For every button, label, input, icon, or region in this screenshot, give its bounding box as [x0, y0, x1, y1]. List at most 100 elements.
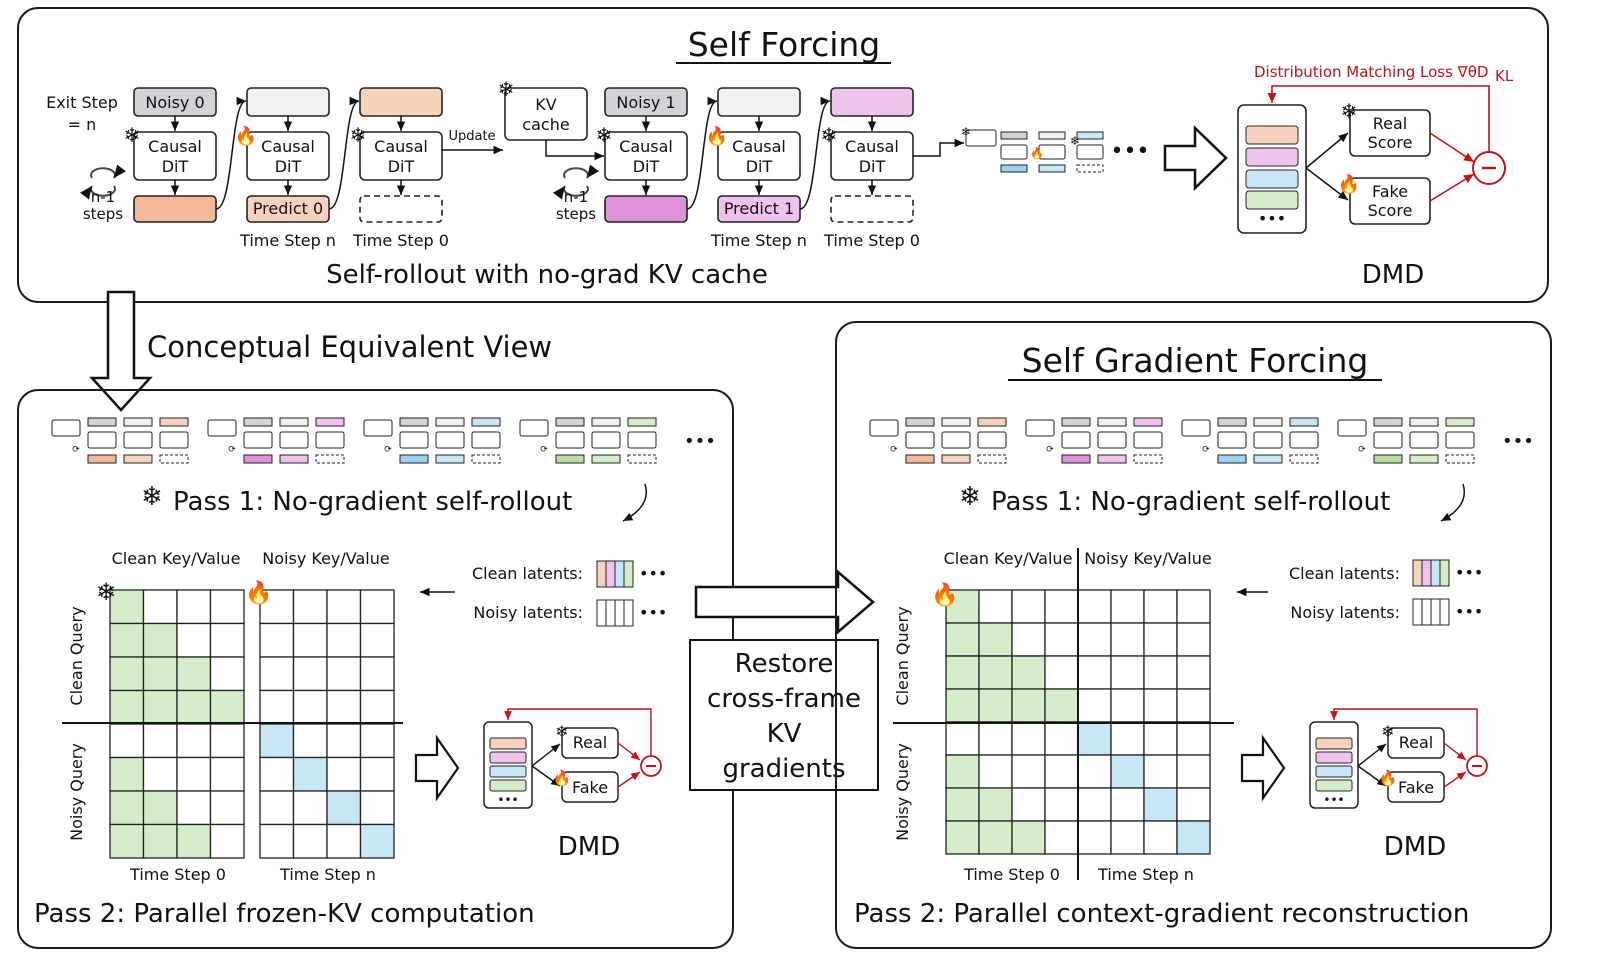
- attention-cell: [259, 823, 295, 859]
- mini-output-block: [1133, 454, 1163, 464]
- mini-input-block: [243, 417, 273, 427]
- attention-cell: [209, 622, 245, 658]
- mini-output-block: [159, 454, 189, 464]
- attention-cell: [945, 754, 980, 789]
- attention-cell: [142, 589, 178, 625]
- mini-input-block: [87, 417, 117, 427]
- attention-cell: [109, 622, 145, 658]
- fire-icon: 🔥: [1379, 769, 1398, 787]
- mini-context-block: [1337, 419, 1367, 437]
- attention-cell: [1176, 622, 1211, 657]
- mini-dit-block: [1445, 431, 1475, 449]
- attention-cell: [945, 688, 980, 723]
- mini-context-block: [51, 419, 81, 437]
- attention-cell: [359, 622, 395, 658]
- mini-rollout-sequence: ❄ 🔥 ❄: [961, 125, 1104, 173]
- mini-dit-block: [399, 431, 429, 449]
- mini-context-block: [207, 419, 237, 437]
- ellipsis: •••: [684, 431, 716, 452]
- dit-label: DiT: [633, 157, 660, 176]
- mini-output-block: [905, 454, 935, 464]
- attention-cell: [1077, 589, 1112, 624]
- snowflake-icon: ❄: [124, 123, 141, 147]
- attention-cell: [978, 655, 1013, 690]
- snowflake-icon: ❄: [1341, 99, 1358, 123]
- snowflake-icon: ❄: [1381, 722, 1394, 741]
- mini-input-block: [123, 417, 153, 427]
- mini-context-block: [869, 419, 899, 437]
- clean-latent-cell: [1412, 559, 1423, 587]
- mini-output-block: [1061, 454, 1091, 464]
- causal-label: Causal: [261, 137, 315, 156]
- attention-cell: [109, 790, 145, 826]
- mini-output-block: [1445, 454, 1475, 464]
- ellipsis: •••: [1111, 139, 1150, 164]
- ellipsis: •••: [497, 793, 518, 807]
- mini-dit-block: [1133, 431, 1163, 449]
- snowflake-icon: ❄: [498, 77, 515, 101]
- attention-cell: [1143, 787, 1178, 822]
- kv-label: KV: [535, 95, 556, 114]
- attention-cell: [326, 656, 362, 692]
- fire-icon: 🔥: [235, 125, 257, 147]
- attention-cell: [292, 622, 328, 658]
- empty-output-block: [830, 195, 914, 223]
- mini-input-block: [1289, 417, 1319, 427]
- attention-cell: [1077, 721, 1112, 756]
- mini-dit-block: [279, 431, 309, 449]
- attention-cell: [1176, 721, 1211, 756]
- latent-block: [246, 87, 330, 117]
- attention-cell: [1044, 787, 1079, 822]
- noisy-kv-label: Noisy Key/Value: [1084, 549, 1211, 568]
- attention-cell: [326, 589, 362, 625]
- ellipsis: •••: [639, 603, 667, 622]
- attention-cell: [945, 721, 980, 756]
- self-forcing-panel: Self Forcing Exit Step = n n-1 steps n-1…: [17, 7, 1549, 303]
- attention-cell: [1044, 655, 1079, 690]
- mini-input-block: [941, 417, 971, 427]
- mini-loop-icon: ⟳: [1046, 445, 1054, 455]
- attention-cell: [1176, 787, 1211, 822]
- mini-dit-block: [1253, 431, 1283, 449]
- attention-cell: [259, 790, 295, 826]
- self-gradient-forcing-title: Self Gradient Forcing: [1022, 341, 1369, 380]
- mini-input-block: [435, 417, 465, 427]
- noisy-kv-label: Noisy Key/Value: [262, 549, 389, 568]
- attention-cell: [1011, 655, 1046, 690]
- mini-input-block: [1253, 417, 1283, 427]
- predict-0-label: Predict 0: [253, 199, 323, 218]
- snowflake-icon: ❄: [555, 722, 568, 741]
- update-label: Update: [448, 129, 495, 144]
- hollow-arrow-icon: [414, 734, 460, 802]
- mini-context-block: [1025, 419, 1055, 437]
- dmd-mini: •••Real❄Fake🔥: [1309, 708, 1488, 809]
- attention-cell: [945, 820, 980, 855]
- mini-input-block: [315, 417, 345, 427]
- fire-icon: 🔥: [1338, 173, 1360, 195]
- attention-cell: [326, 790, 362, 826]
- attention-cell: [1176, 754, 1211, 789]
- clean-kv-label: Clean Key/Value: [112, 549, 241, 568]
- attention-cell: [978, 787, 1013, 822]
- mini-loop-icon: ⟳: [1202, 445, 1210, 455]
- causal-label: Causal: [619, 137, 673, 156]
- attention-cell: [1011, 820, 1046, 855]
- attention-cell: [142, 689, 178, 725]
- attention-cell: [945, 589, 980, 624]
- fire-icon: 🔥: [553, 769, 572, 787]
- attention-cell: [109, 756, 145, 792]
- predict-1-label: Predict 1: [724, 199, 794, 218]
- clean-query-label: Clean Query: [67, 606, 86, 705]
- mini-output-block: [435, 454, 465, 464]
- attention-cell: [1011, 754, 1046, 789]
- mini-dit-block: [1097, 431, 1127, 449]
- mini-context-block: [1181, 419, 1211, 437]
- snowflake-icon: ❄: [96, 578, 116, 606]
- noisy-latents-label: Noisy latents:: [473, 603, 583, 622]
- arrow: [617, 742, 641, 761]
- noisy-latent-cell: [1421, 598, 1432, 626]
- attention-cell: [1077, 754, 1112, 789]
- attention-cell: [1110, 754, 1145, 789]
- restore-line3: KV: [767, 719, 802, 749]
- time-step-0-label: Time Step 0: [963, 865, 1060, 884]
